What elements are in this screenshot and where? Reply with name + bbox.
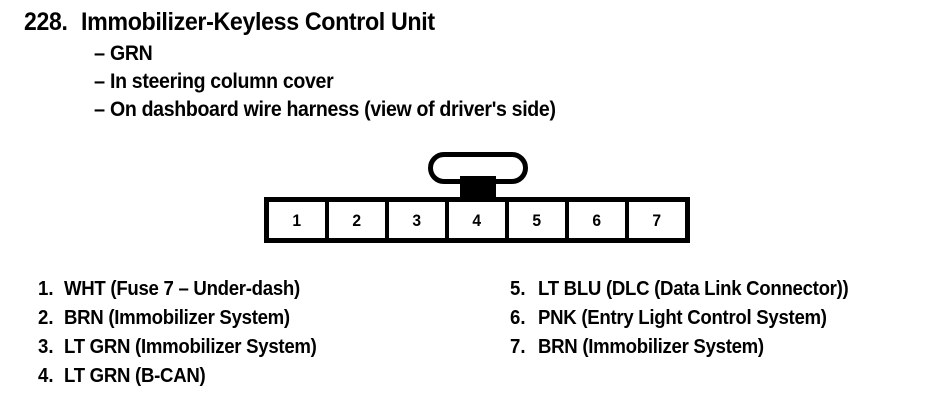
- legend-row: 7. BRN (Immobilizer System): [510, 336, 872, 365]
- legend-index: 6.: [510, 307, 526, 329]
- connector-diagram: 1 2 3 4 5 6 7: [264, 152, 690, 244]
- note-text: On dashboard wire harness (view of drive…: [110, 98, 556, 121]
- pin-cell-3: 3: [389, 202, 449, 238]
- note-item: – GRN: [94, 42, 589, 70]
- legend-label: WHT (Fuse 7 – Under-dash): [64, 278, 300, 300]
- legend-label: LT GRN (B-CAN): [64, 365, 206, 387]
- dash-icon: –: [94, 70, 106, 93]
- legend-index: 3.: [38, 336, 54, 358]
- legend-label: LT GRN (Immobilizer System): [64, 336, 317, 358]
- note-text: In steering column cover: [110, 70, 334, 93]
- dash-icon: –: [94, 98, 106, 121]
- legend-index: 4.: [38, 365, 54, 387]
- legend-row: 2. BRN (Immobilizer System): [38, 307, 336, 336]
- pin-number: 2: [352, 210, 362, 230]
- pin-legend-right: 5. LT BLU (DLC (Data Link Connector)) 6.…: [510, 278, 872, 365]
- note-text: GRN: [110, 42, 153, 65]
- header-block: 228. Immobilizer-Keyless Control Unit: [24, 8, 462, 37]
- legend-index: 7.: [510, 336, 526, 358]
- pin-cell-5: 5: [509, 202, 569, 238]
- pin-number: 1: [292, 210, 302, 230]
- pin-cell-2: 2: [329, 202, 389, 238]
- page-title: 228. Immobilizer-Keyless Control Unit: [24, 8, 462, 37]
- legend-label: BRN (Immobilizer System): [64, 307, 290, 329]
- legend-row: 3. LT GRN (Immobilizer System): [38, 336, 336, 365]
- legend-label: LT BLU (DLC (Data Link Connector)): [538, 278, 849, 300]
- pin-cell-1: 1: [269, 202, 329, 238]
- note-item: – In steering column cover: [94, 70, 589, 98]
- legend-row: 1. WHT (Fuse 7 – Under-dash): [38, 278, 336, 307]
- pin-cell-6: 6: [569, 202, 629, 238]
- pin-number: 4: [472, 210, 482, 230]
- pin-number: 6: [592, 210, 602, 230]
- entry-number: 228.: [24, 8, 68, 36]
- legend-row: 6. PNK (Entry Light Control System): [510, 307, 872, 336]
- pin-number: 5: [532, 210, 542, 230]
- pin-cell-4: 4: [449, 202, 509, 238]
- legend-label: BRN (Immobilizer System): [538, 336, 764, 358]
- legend-index: 1.: [38, 278, 54, 300]
- pin-cell-7: 7: [629, 202, 685, 238]
- pin-number: 7: [652, 210, 662, 230]
- dash-icon: –: [94, 42, 106, 65]
- legend-row: 5. LT BLU (DLC (Data Link Connector)): [510, 278, 872, 307]
- legend-index: 5.: [510, 278, 526, 300]
- legend-label: PNK (Entry Light Control System): [538, 307, 827, 329]
- pin-number: 3: [412, 210, 422, 230]
- pin-legend-left: 1. WHT (Fuse 7 – Under-dash) 2. BRN (Imm…: [38, 278, 336, 394]
- legend-index: 2.: [38, 307, 54, 329]
- connector-pin-row: 1 2 3 4 5 6 7: [264, 197, 690, 243]
- note-list: – GRN – In steering column cover – On da…: [94, 42, 589, 126]
- note-item: – On dashboard wire harness (view of dri…: [94, 98, 589, 126]
- legend-row: 4. LT GRN (B-CAN): [38, 365, 336, 394]
- entry-title: Immobilizer-Keyless Control Unit: [81, 8, 436, 36]
